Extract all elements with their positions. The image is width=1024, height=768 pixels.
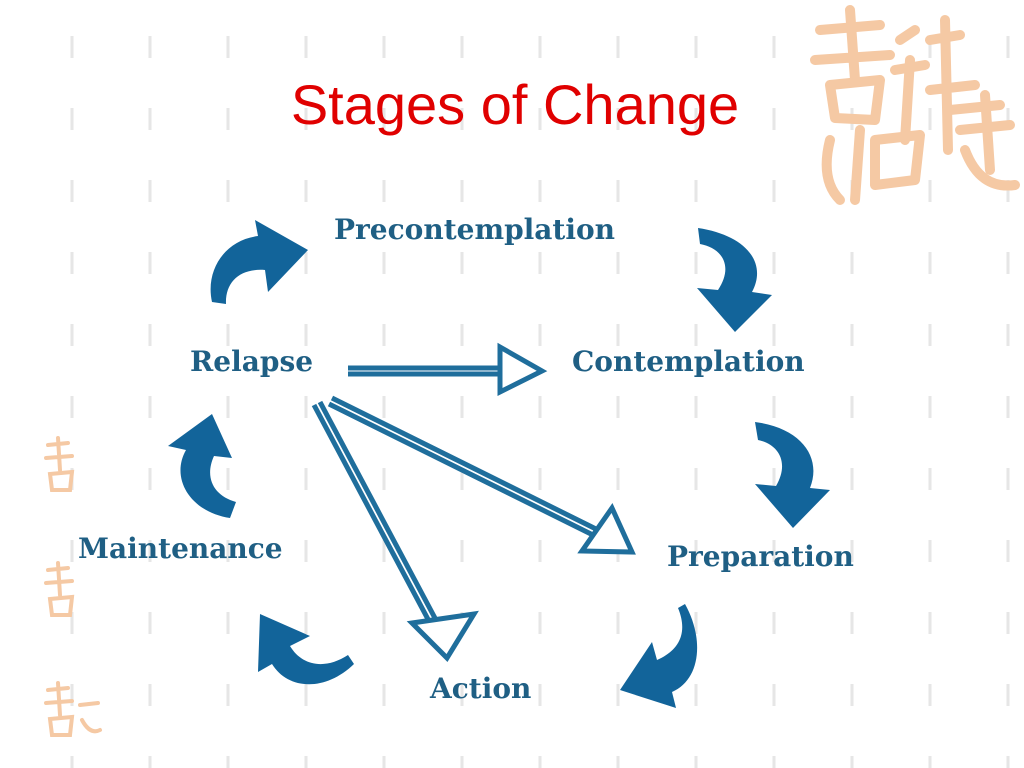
curved-arrow-contemplation-to-preparation xyxy=(755,422,830,528)
stage-contemplation-label: Contemplation xyxy=(572,345,805,378)
straight-arrow-relapse-to-preparation xyxy=(327,395,636,555)
curved-arrow-maintenance-to-relapse xyxy=(168,414,236,518)
stage-maintenance-label: Maintenance xyxy=(78,532,283,565)
stage-action-label: Action xyxy=(430,672,532,705)
straight-arrow-relapse-to-action xyxy=(311,400,479,663)
straight-arrow-relapse-to-contemplation xyxy=(348,342,548,397)
curved-arrow-action-to-maintenance xyxy=(258,614,354,685)
curved-arrow-precontemplation-to-contemplation xyxy=(697,228,772,332)
curved-arrow-relapse-to-precontemplation xyxy=(210,220,308,304)
curved-arrow-preparation-to-action xyxy=(620,604,698,708)
slide-title: Stages of Change xyxy=(290,73,740,136)
stage-preparation-label: Preparation xyxy=(667,540,854,573)
stage-relapse-label: Relapse xyxy=(190,345,314,378)
stage-precontemplation-label: Precontemplation xyxy=(334,213,616,246)
